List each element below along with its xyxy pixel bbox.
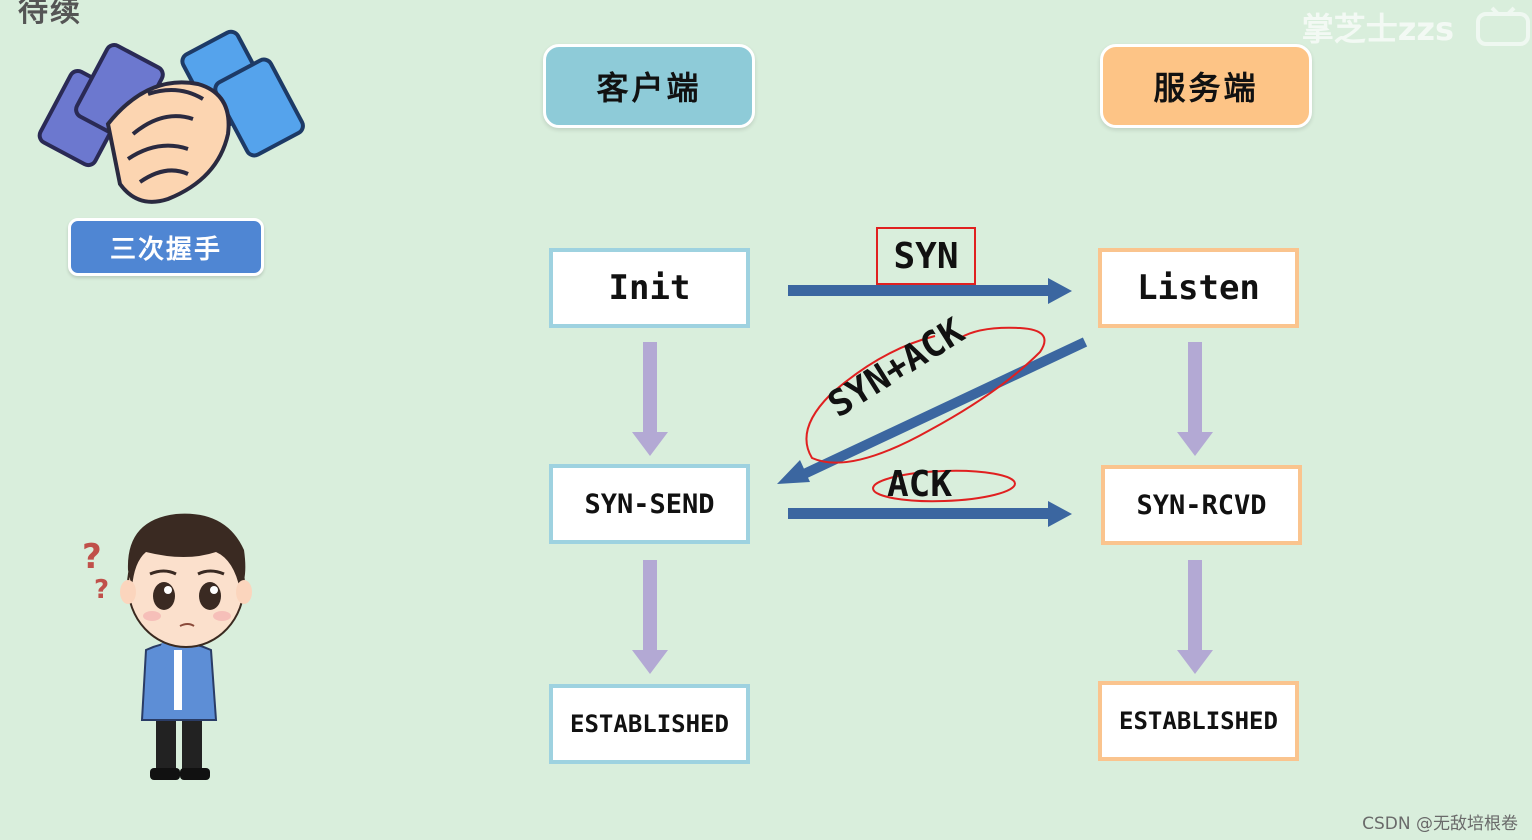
server-state-syn-rcvd: SYN-RCVD xyxy=(1101,465,1302,545)
server-column-header: 服务端 xyxy=(1100,44,1312,128)
bilibili-logo-icon xyxy=(1476,6,1530,46)
server-state-established: ESTABLISHED xyxy=(1098,681,1299,761)
ack-label: ACK xyxy=(887,464,953,505)
thinking-boy-icon: ? ? xyxy=(82,513,252,780)
watermark-top: 掌芝士zzs xyxy=(1301,10,1454,48)
svg-text:?: ? xyxy=(82,537,102,577)
server-state-listen: Listen xyxy=(1098,248,1299,328)
watermark-bottom: CSDN @无敌培根卷 xyxy=(1362,814,1518,834)
server-state-arrow-2 xyxy=(1177,560,1213,674)
client-state-syn-send: SYN-SEND xyxy=(549,464,750,544)
svg-text:?: ? xyxy=(94,575,109,605)
client-state-arrow-1 xyxy=(632,342,668,456)
syn-label: SYN xyxy=(876,227,976,285)
client-state-init: Init xyxy=(549,248,750,328)
client-state-arrow-2 xyxy=(632,560,668,674)
client-column-header: 客户端 xyxy=(543,44,755,128)
handshake-badge: 三次握手 xyxy=(68,218,264,276)
handshake-icon xyxy=(37,29,305,204)
cropped-title: 待续 xyxy=(18,0,82,29)
client-state-established: ESTABLISHED xyxy=(549,684,750,764)
server-state-arrow-1 xyxy=(1177,342,1213,456)
syn-ack-label: SYN+ACK xyxy=(821,310,972,426)
